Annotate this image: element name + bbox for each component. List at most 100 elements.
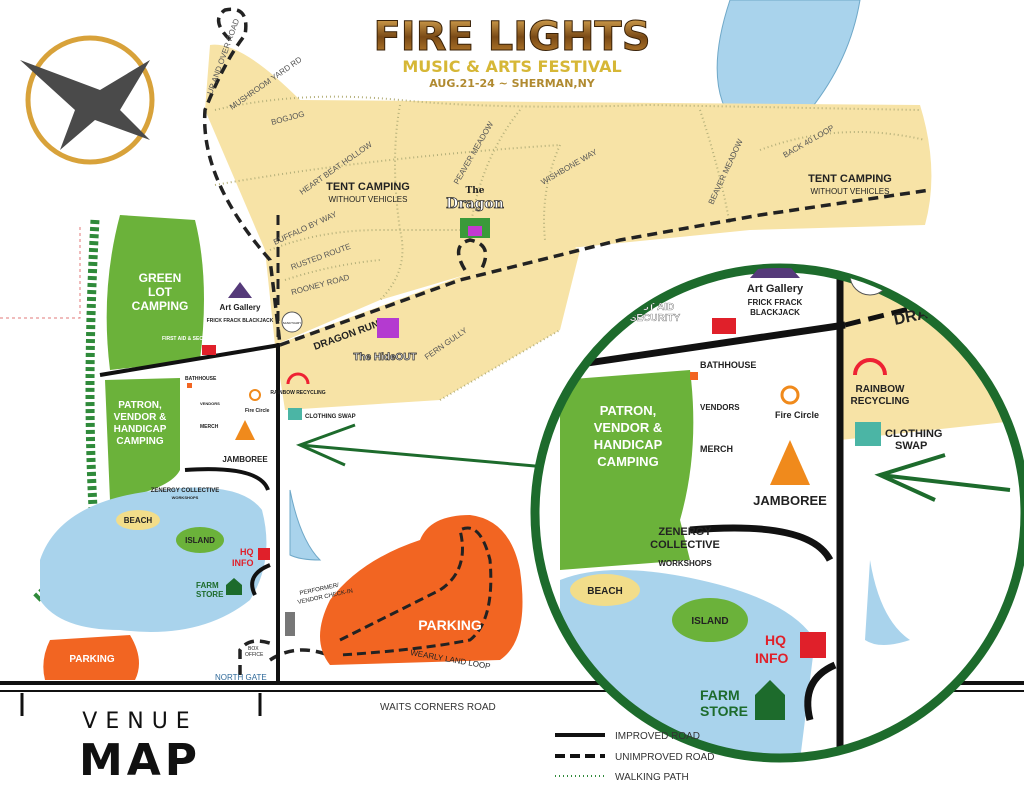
inset-workshops: WORKSHOPS [658, 559, 712, 568]
rainbow-icon [286, 372, 310, 385]
tent-camping-west-sub: WITHOUT VEHICLES [329, 195, 408, 204]
lake [40, 487, 267, 632]
inset-bathhouse: BATHHOUSE [700, 360, 756, 370]
inset-zenergy-2: COLLECTIVE [650, 539, 720, 551]
inset-island: ISLAND [691, 616, 728, 627]
dragon-stage-label: Dragon [446, 196, 504, 212]
inset-first-aid-icon [712, 318, 736, 334]
dragon-stage-the: The [466, 186, 485, 196]
walking-paths [214, 95, 926, 401]
map-label: MAP [79, 735, 201, 786]
road-waits-corners: WAITS CORNERS ROAD [380, 702, 496, 713]
parking-main [320, 515, 523, 665]
sanctuary-label: SANCTUARY [283, 321, 301, 325]
inset-patron-1: PATRON, [600, 403, 657, 418]
zenergy-label: ZENERGY COLLECTIVE [151, 488, 220, 494]
property-line [0, 225, 81, 319]
bathhouse-icon [187, 383, 192, 388]
first-aid-icon [202, 345, 216, 355]
inset-beach: BEACH [587, 586, 623, 597]
frick-frack-label: FRICK FRACK BLACKJACK [207, 318, 274, 324]
rainbow-recycling-label: RAINBOW RECYCLING [270, 390, 325, 396]
patron-line4: CAMPING [116, 436, 163, 447]
inset-sanctuary: SANCTUARY [852, 268, 889, 274]
info-label: INFO [232, 558, 254, 568]
green-lot-camping [106, 215, 204, 370]
inset-rainbow-1: RAINBOW [856, 384, 905, 395]
jamboree-icon [235, 420, 255, 440]
hq-icon [258, 548, 270, 560]
north-gate: NORTH GATE [215, 673, 267, 682]
inset-jamboree: JAMBOREE [753, 493, 827, 508]
workshops-label: WORKSHOPS [172, 495, 199, 500]
festival-subtitle: MUSIC & ARTS FESTIVAL [402, 57, 621, 76]
sanctuary-icon [281, 311, 303, 333]
green-lot-line3: CAMPING [132, 299, 189, 313]
tent-camping-area [205, 44, 932, 345]
zoom-arrow-icon [295, 423, 581, 472]
inset-zenergy-1: ZENERGY [658, 526, 712, 538]
parking-main-label: PARKING [418, 617, 482, 633]
hideout-icon [377, 318, 399, 338]
patron-line3: HANDICAP [114, 424, 167, 435]
merch-label: MERCH [200, 424, 219, 430]
pond-east [289, 489, 322, 561]
inset-farm-store-icon [755, 680, 785, 720]
inset-fire-circle: Fire Circle [775, 410, 819, 420]
clothing-swap-icon [288, 408, 302, 420]
clothing-swap-label: CLOTHING SWAP [305, 414, 356, 420]
inset-frick-frack-1: FRICK FRACK [748, 298, 803, 307]
bathhouse-label: BATHHOUSE [185, 376, 217, 382]
inset-hq-icon [800, 632, 826, 658]
patron-line2: VENDOR & [114, 412, 167, 423]
legend [555, 733, 605, 777]
hq-label: HQ [240, 547, 254, 557]
camping-strip [275, 240, 580, 410]
checkin-booth-icon [285, 612, 295, 636]
inset-hq: HQ [765, 632, 786, 648]
parking-small [43, 635, 140, 680]
inset-patron-2: VENDOR & [594, 420, 663, 435]
hideout-label: The HideOUT [353, 352, 416, 363]
inset-info: INFO [755, 650, 789, 666]
inset-bathhouse-icon [690, 372, 698, 380]
patron-line1: PATRON, [118, 400, 162, 411]
vendors-label: VENDORS [200, 401, 220, 406]
inset-fire-circle-icon [780, 385, 800, 405]
inset-first-aid-1: FIRST AID [626, 302, 675, 313]
legend-improved: IMPROVED ROAD [615, 731, 700, 742]
parking-small-label: PARKING [69, 654, 115, 665]
inset-frick-frack-2: BLACKJACK [750, 308, 800, 317]
inset-patron-4: CAMPING [597, 454, 658, 469]
tent-camping-east: TENT CAMPING [808, 173, 892, 185]
green-lot-line2: LOT [148, 285, 173, 299]
legend-walking: WALKING PATH [615, 772, 689, 783]
venue-label: VENUE [82, 709, 197, 734]
inset-clothing-icon [855, 422, 881, 446]
green-lot-line1: GREEN [139, 271, 182, 285]
inset-rainbow-2: RECYCLING [851, 396, 910, 407]
art-gallery-label: Art Gallery [220, 303, 261, 312]
fire-circle-label: Fire Circle [245, 408, 270, 414]
inset-clothing-1: CLOTHING [885, 428, 942, 440]
farm-label: FARM [196, 581, 219, 590]
art-gallery-icon [228, 282, 252, 298]
first-aid-label: FIRST AID & SECURITY [162, 336, 219, 342]
patron-camping [105, 378, 180, 500]
fire-circle-icon [249, 389, 261, 401]
box-office-line1: BOX [248, 646, 259, 652]
island [176, 527, 224, 553]
store-label: STORE [196, 590, 224, 599]
tent-camping-west: TENT CAMPING [326, 181, 410, 193]
inset-jamboree-icon [770, 440, 810, 485]
dragon-stage-icon [460, 218, 490, 238]
festival-dates: AUG.21-24 ~ SHERMAN,NY [429, 77, 596, 90]
inset-farm: FARM [700, 687, 740, 703]
beach [116, 510, 160, 530]
box-office-line2: OFFICE [245, 652, 264, 658]
beach-label: BEACH [124, 516, 153, 525]
inset-first-aid-2: & SECURITY [620, 313, 681, 324]
farm-store-icon [226, 578, 242, 595]
inset-clothing-2: SWAP [895, 440, 927, 452]
